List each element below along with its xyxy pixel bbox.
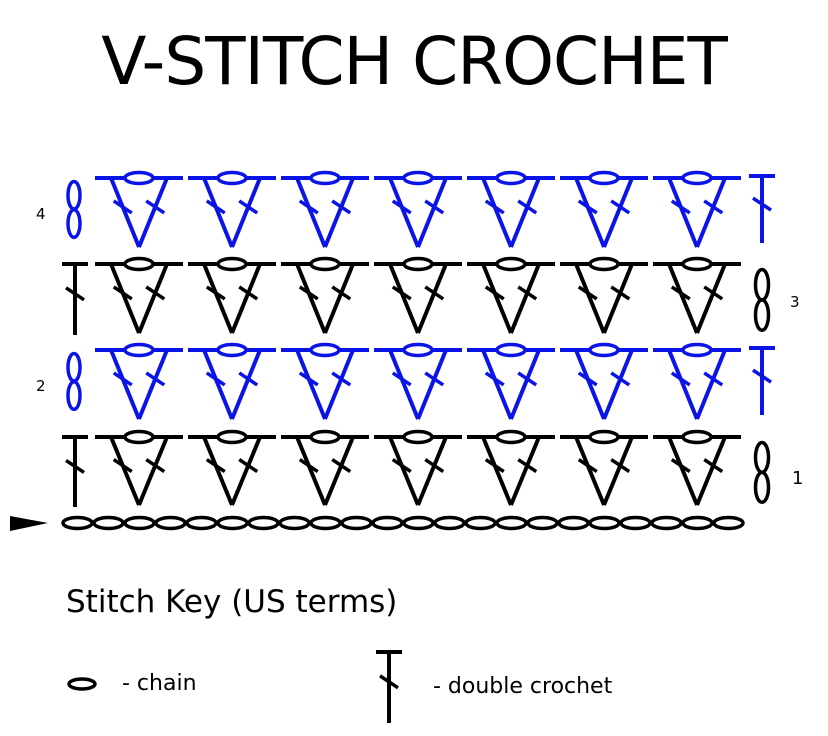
v-stitch — [374, 170, 462, 248]
v-stitch — [560, 170, 648, 248]
v-stitch — [374, 256, 462, 334]
row-3 — [62, 256, 771, 335]
foundation-chain — [61, 515, 745, 531]
v-stitch — [653, 342, 741, 420]
v-stitch — [95, 170, 183, 248]
v-stitch — [374, 342, 462, 420]
row-label-2: 2 — [36, 377, 46, 395]
key-double-crochet-label: - double crochet — [433, 674, 613, 699]
row-label-1: 1 — [792, 468, 804, 489]
row-label-3: 3 — [790, 293, 800, 311]
page-title: V-STITCH CROCHET — [101, 23, 728, 100]
chain-icon — [67, 677, 97, 691]
key-chain-label: - chain — [122, 671, 197, 696]
row-2 — [66, 342, 775, 420]
turning-chain — [66, 351, 82, 412]
v-stitch — [95, 342, 183, 420]
stitch-key-title: Stitch Key (US terms) — [66, 584, 398, 620]
v-stitch — [281, 429, 369, 506]
v-stitch — [653, 170, 741, 248]
v-stitch — [95, 429, 183, 506]
row-4 — [66, 170, 775, 248]
v-stitch — [560, 256, 648, 334]
turning-chain — [753, 267, 771, 332]
turning-chain — [66, 179, 82, 240]
v-stitch — [467, 256, 555, 334]
double-crochet-stitch — [62, 262, 88, 335]
v-stitch — [281, 256, 369, 334]
v-stitch — [374, 429, 462, 506]
v-stitch — [281, 170, 369, 248]
v-stitch — [467, 170, 555, 248]
row-label-4: 4 — [36, 205, 46, 223]
v-stitch — [188, 342, 276, 420]
v-stitch — [95, 256, 183, 334]
v-stitch — [560, 429, 648, 506]
turning-chain — [753, 440, 771, 505]
v-stitch — [188, 170, 276, 248]
v-stitch — [188, 256, 276, 334]
v-stitch — [653, 429, 741, 506]
v-stitch — [467, 342, 555, 420]
v-stitch — [467, 429, 555, 506]
double-crochet-icon — [376, 650, 402, 723]
v-stitch — [653, 256, 741, 334]
v-stitch — [188, 429, 276, 506]
double-crochet-stitch — [62, 435, 88, 507]
double-crochet-stitch — [749, 346, 775, 415]
double-crochet-stitch — [749, 174, 775, 243]
v-stitch — [560, 342, 648, 420]
row-1 — [62, 429, 771, 507]
v-stitch — [281, 342, 369, 420]
start-arrow-icon — [10, 516, 48, 531]
